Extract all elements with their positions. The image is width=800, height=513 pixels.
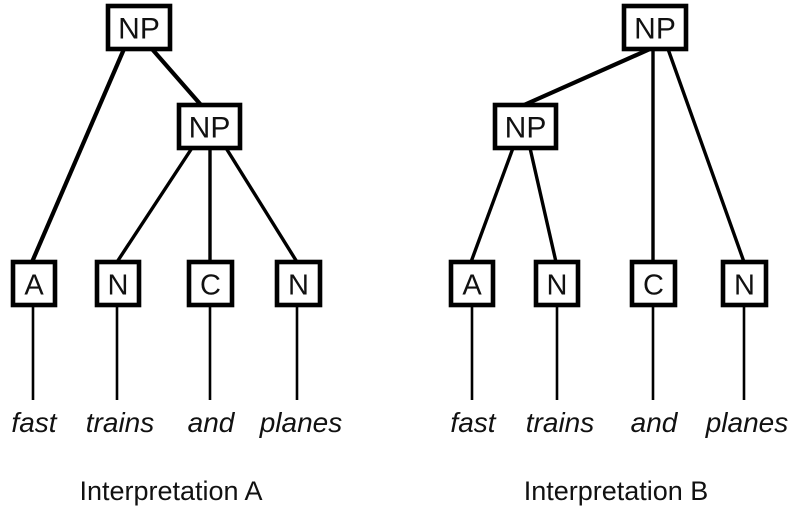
node-box-a-leaf-n1	[94, 259, 142, 308]
node-label-a-leaf-n1: N	[108, 270, 129, 302]
tree-edge-a-np-sub-to-a-leaf-n1	[115, 147, 194, 263]
tree-edge-a-np-root-to-a-leaf-a	[30, 48, 126, 263]
tree-node-b-np-root: NP	[621, 3, 689, 52]
tree-edge-a-np-sub-to-a-leaf-n2	[224, 147, 299, 263]
word-label-a-word-1: trains	[86, 407, 154, 438]
word-label-b-word-0: fast	[450, 407, 496, 438]
node-label-a-np-sub: NP	[189, 112, 231, 145]
node-label-b-leaf-c: C	[643, 270, 664, 302]
tree-node-b-leaf-c: C	[629, 259, 678, 308]
word-label-b-word-1: trains	[526, 407, 594, 438]
word-label-a-word-0: fast	[11, 407, 57, 438]
node-box-b-leaf-n1	[533, 259, 581, 308]
tree-node-a-np-root: NP	[105, 3, 173, 52]
node-box-a-leaf-a	[10, 259, 58, 308]
tree-edge-b-np-root-to-b-leaf-n2	[666, 48, 746, 263]
node-box-a-leaf-c	[186, 259, 235, 308]
tree-edge-b-np-sub-to-b-leaf-a	[469, 147, 515, 263]
node-label-a-leaf-a: A	[24, 270, 44, 302]
tree-edge-b-np-sub-to-b-leaf-n1	[528, 147, 558, 263]
node-label-b-np-sub: NP	[505, 112, 547, 145]
tree-node-a-leaf-n2: N	[274, 259, 323, 308]
tree-node-b-leaf-a: A	[448, 259, 496, 308]
tree-node-b-np-sub: NP	[492, 102, 559, 151]
tree-node-a-leaf-c: C	[186, 259, 235, 308]
caption-tree-a: Interpretation A	[79, 476, 262, 506]
node-label-b-leaf-n1: N	[547, 270, 568, 302]
node-label-b-leaf-a: A	[462, 270, 482, 302]
tree-edge-b-np-root-to-b-np-sub	[523, 47, 651, 107]
word-label-a-word-2: and	[188, 407, 236, 438]
tree-node-b-leaf-n1: N	[533, 259, 581, 308]
node-label-a-leaf-n2: N	[288, 270, 309, 302]
caption-tree-b: Interpretation B	[524, 476, 709, 506]
tree-node-a-np-sub: NP	[176, 102, 243, 151]
node-box-b-leaf-n2	[720, 259, 769, 308]
node-box-a-np-root	[105, 3, 173, 52]
node-label-b-np-root: NP	[634, 13, 676, 46]
tree-edge-a-np-root-to-a-np-sub	[150, 47, 203, 107]
node-box-b-leaf-a	[448, 259, 496, 308]
node-label-a-np-root: NP	[118, 13, 160, 46]
node-box-a-np-sub	[176, 102, 243, 151]
node-label-a-leaf-c: C	[200, 270, 221, 302]
node-label-b-leaf-n2: N	[734, 270, 755, 302]
tree-node-a-leaf-n1: N	[94, 259, 142, 308]
word-label-b-word-2: and	[631, 407, 679, 438]
node-box-b-np-root	[621, 3, 689, 52]
tree-node-a-leaf-a: A	[10, 259, 58, 308]
node-box-a-leaf-n2	[274, 259, 323, 308]
node-box-b-leaf-c	[629, 259, 678, 308]
node-box-b-np-sub	[492, 102, 559, 151]
word-label-a-word-3: planes	[259, 407, 343, 438]
tree-node-b-leaf-n2: N	[720, 259, 769, 308]
word-label-b-word-3: planes	[705, 407, 789, 438]
